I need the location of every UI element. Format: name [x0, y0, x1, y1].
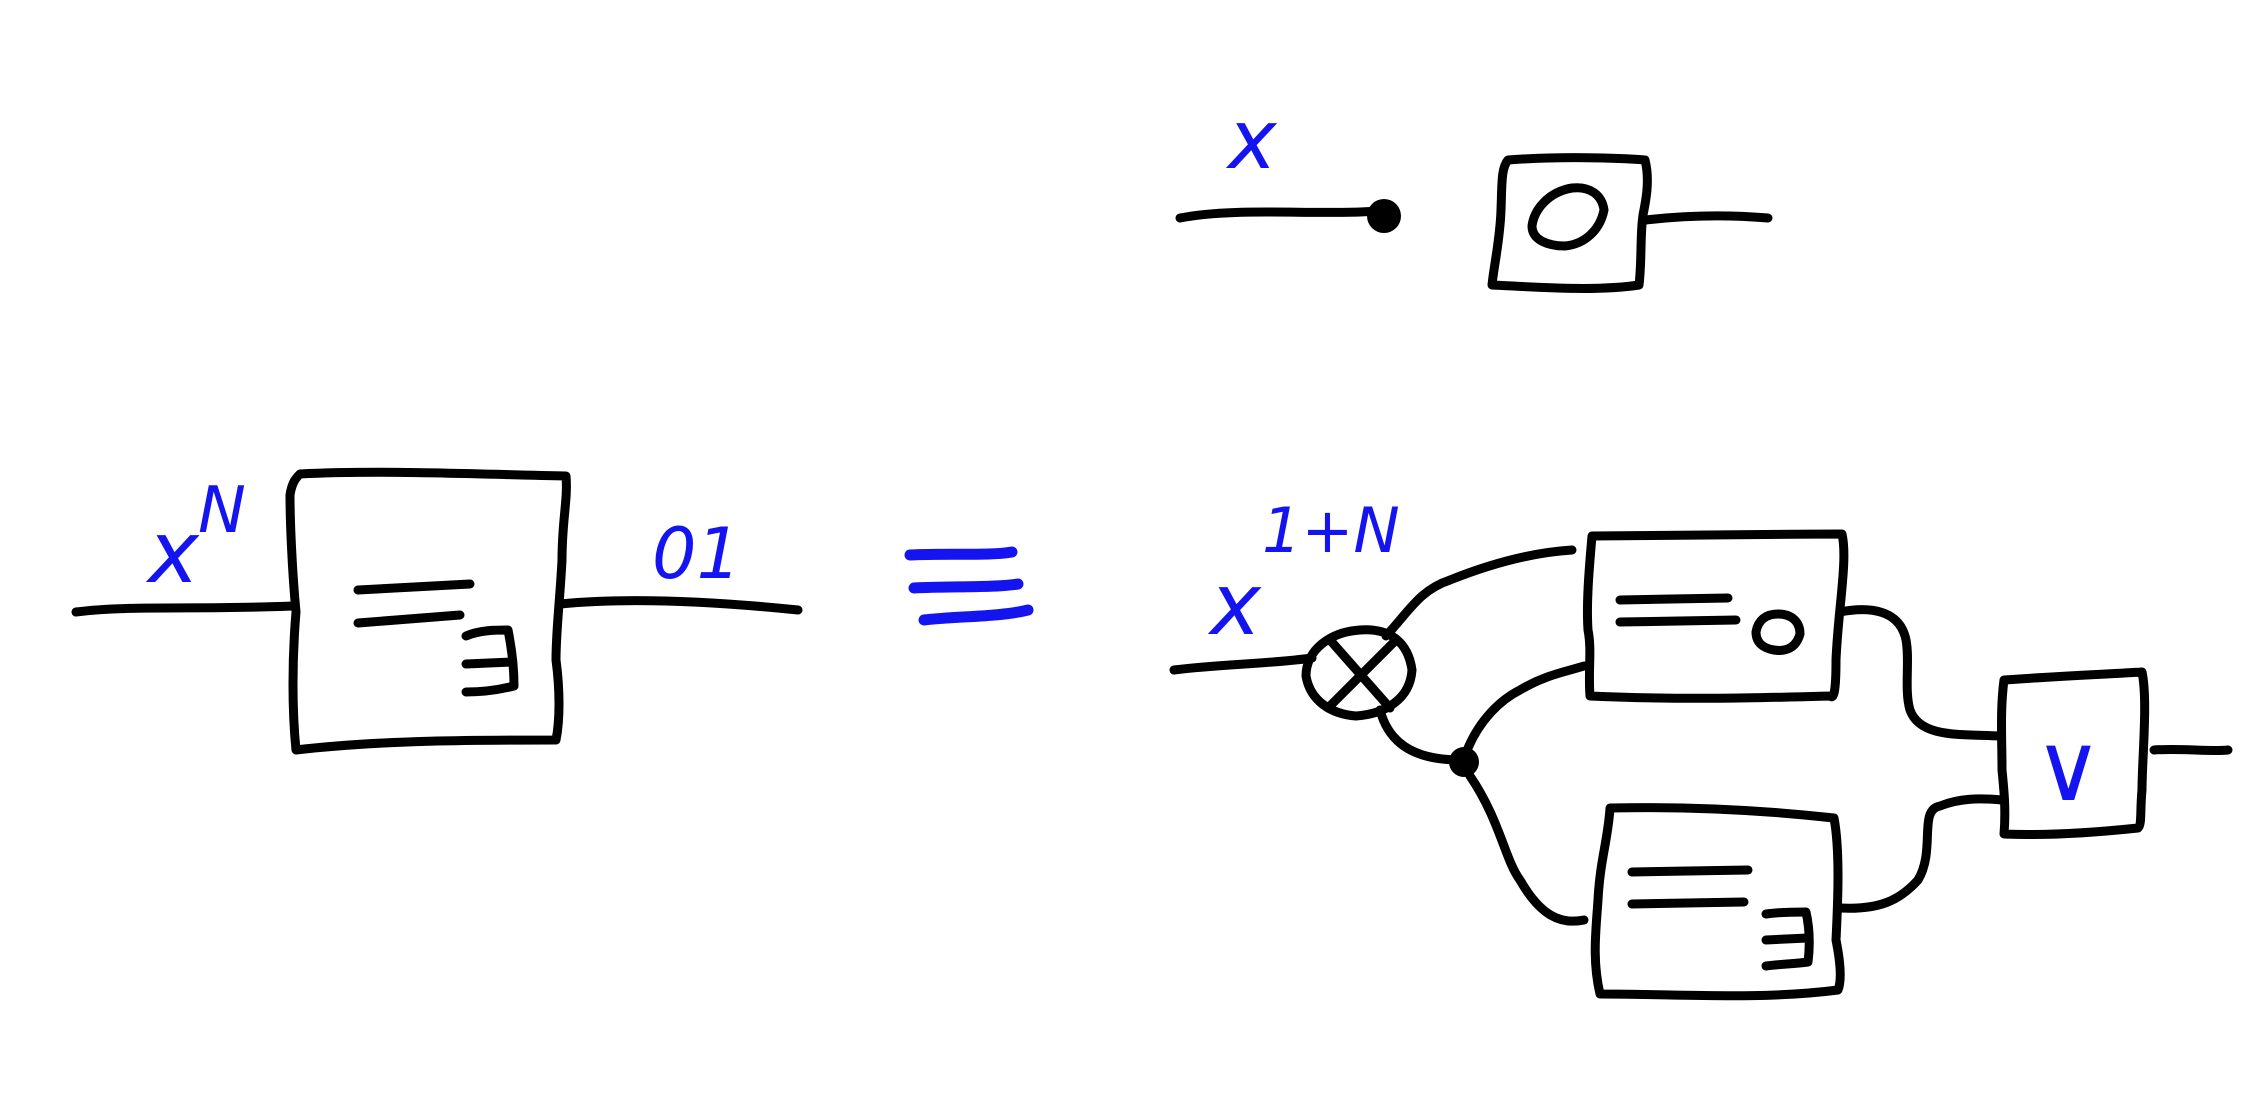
- right-split-node-cross-2: [1323, 635, 1401, 713]
- left-input-wire: [71, 601, 297, 617]
- right-split-to-circle-box-wire: [1381, 545, 1577, 641]
- left-input-label: x: [145, 503, 200, 603]
- right-eq-box-outline: [1590, 803, 1845, 1001]
- right-eq-box-to-or-wire: [1835, 794, 2007, 913]
- right-circle-box-circle-symbol: [1751, 609, 1805, 655]
- right-split-node-circle: [1301, 625, 1417, 721]
- top-box-outline: [1487, 153, 1652, 293]
- right-circle-box-outline: [1582, 529, 1849, 703]
- left-box-bracket-tick-1: [461, 657, 517, 669]
- equals-bar-2: [908, 578, 1024, 594]
- right-copy-dot: [1449, 747, 1479, 777]
- equals-bar-1: [904, 546, 1018, 561]
- right-or-symbol: ∨: [2034, 714, 2103, 823]
- top-input-label: x: [1225, 93, 1278, 188]
- left-box-eq-bar-2: [353, 610, 465, 628]
- right-input-superscript: 1+N: [1262, 494, 1400, 567]
- right-eq-box-bar-1: [1627, 865, 1753, 877]
- right-circle-box-to-or-wire: [1835, 605, 2005, 741]
- top-output-wire: [1641, 211, 1773, 225]
- right-diagram: x 1+N ∨: [1169, 494, 2233, 1001]
- right-eq-box-bar-2: [1627, 897, 1749, 909]
- left-input-superscript: N: [198, 474, 246, 548]
- equals-sign-text: =: [896, 490, 1022, 664]
- left-box-eq-bar-1: [353, 579, 475, 595]
- top-input-wire: [1175, 206, 1385, 223]
- right-copy-to-circle-box-wire: [1463, 661, 1589, 753]
- top-diagram: x: [1175, 93, 1773, 293]
- top-copy-dot: [1367, 199, 1401, 233]
- right-input-wire: [1169, 653, 1317, 675]
- equals-bar-3: [918, 604, 1034, 626]
- right-circle-box-bar-1: [1615, 593, 1733, 605]
- top-box-circle-symbol: [1527, 183, 1609, 251]
- left-box-outline: [285, 467, 571, 755]
- left-output-label: 01: [652, 513, 741, 595]
- right-or-box-outline: [1997, 667, 2150, 840]
- right-eq-box-bracket-tick: [1761, 933, 1813, 945]
- left-diagram: x N 01: [71, 467, 803, 755]
- right-copy-to-eq-box-wire: [1465, 771, 1589, 926]
- left-output-wire: [555, 596, 803, 615]
- right-split-to-copy-wire: [1375, 705, 1465, 765]
- equals-sign: =: [896, 490, 1034, 664]
- right-output-wire: [2149, 744, 2233, 756]
- right-circle-box-bar-2: [1615, 615, 1741, 627]
- right-input-label: x: [1207, 555, 1262, 655]
